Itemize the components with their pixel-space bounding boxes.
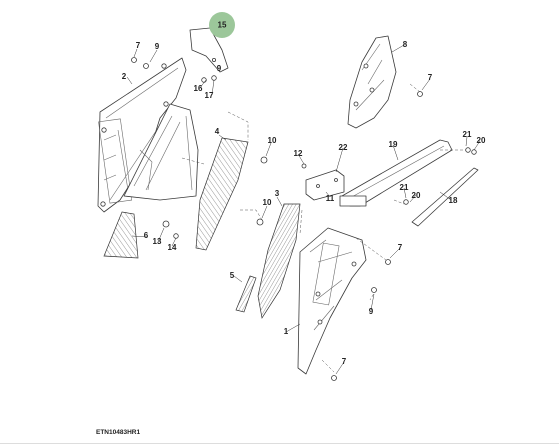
callout-9-c: 9 (368, 307, 374, 316)
callout-18: 18 (448, 196, 458, 205)
callout-16: 16 (193, 84, 203, 93)
callout-5: 5 (229, 271, 235, 280)
callout-7-d: 7 (341, 357, 347, 366)
callout-10-b: 10 (262, 198, 272, 207)
callout-22: 22 (338, 143, 348, 152)
callout-1: 1 (283, 327, 289, 336)
part-6-hatched-seal (103, 211, 139, 259)
callout-2: 2 (121, 72, 127, 81)
part-18-strip (411, 167, 479, 227)
part-2-left-panel (97, 57, 187, 213)
callout-15: 15 (217, 20, 227, 30)
callout-4: 4 (214, 127, 220, 136)
part-19-rail (339, 139, 453, 207)
callout-20: 20 (476, 136, 486, 145)
callout-9: 9 (154, 42, 160, 51)
callout-17: 17 (204, 91, 214, 100)
part-3-hatched-panel (257, 203, 301, 319)
callout-19: 19 (388, 140, 398, 149)
part-5-hatched-strip (235, 275, 257, 313)
callout-20-b: 20 (411, 191, 421, 200)
callout-13: 13 (152, 237, 162, 246)
callout-9-b: 9 (216, 64, 222, 73)
callout-21-b: 21 (399, 183, 409, 192)
part-22-bracket (305, 169, 345, 201)
assembly-guides (181, 83, 466, 373)
part-4-hatched-duct (195, 137, 249, 251)
bottom-divider (0, 443, 559, 444)
callout-10: 10 (267, 136, 277, 145)
callout-11: 11 (325, 194, 335, 203)
part-inner-duct (123, 103, 199, 201)
callout-7: 7 (135, 41, 141, 50)
fasteners (131, 57, 477, 381)
part-8-upper-right-panel (347, 35, 397, 129)
callout-21: 21 (462, 130, 472, 139)
callout-12: 12 (293, 149, 303, 158)
part-1-lower-panel (297, 227, 367, 375)
callout-8: 8 (402, 40, 408, 49)
callout-6: 6 (143, 231, 149, 240)
highlight-circle (209, 12, 235, 38)
callout-14: 14 (167, 243, 177, 252)
figure-reference-code: ETN10483HR1 (96, 429, 141, 436)
callout-7-b: 7 (427, 73, 433, 82)
callout-7-c: 7 (397, 243, 403, 252)
callout-3: 3 (274, 189, 280, 198)
callout-leaders (126, 44, 481, 375)
